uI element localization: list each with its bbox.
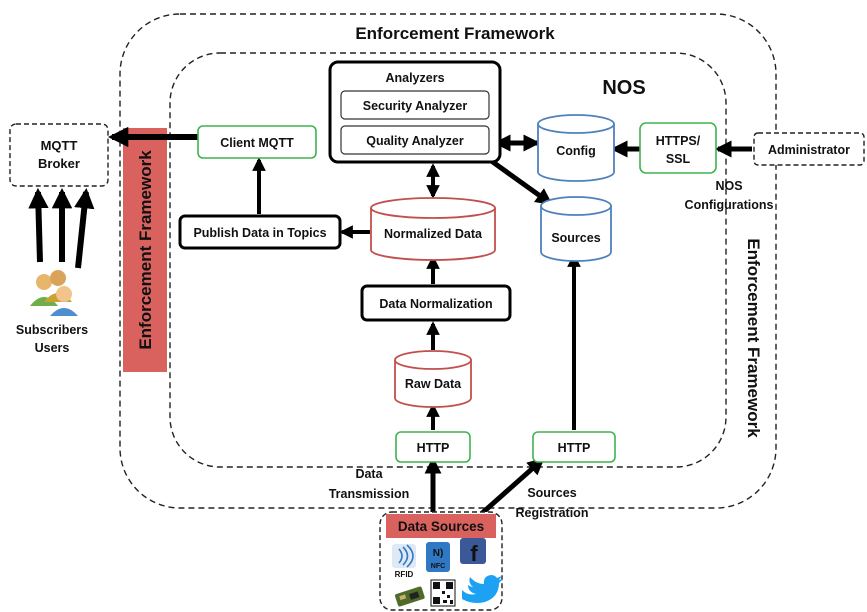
http-registration-node: HTTP [532,431,616,463]
nos-config-line2: Configurations [685,198,774,212]
arrow-subscriber-3 [74,187,95,269]
sources-store [540,196,612,262]
data-sources-header [386,514,496,538]
left-frame-label: Enforcement Framework [136,150,155,350]
normalized-data-store [370,197,496,261]
subscribers-line1: Subscribers [16,323,88,337]
data-sources-title: Data Sources [398,519,484,534]
rfid-label: RFID [395,570,414,579]
client-mqtt-label: Client MQTT [220,136,294,150]
config-store [537,114,615,182]
facebook-icon: f [460,538,486,566]
quality-analyzer-label: Quality Analyzer [366,134,464,148]
analyzers-box: Analyzers Security Analyzer Quality Anal… [328,60,502,164]
security-analyzer-box [340,90,490,120]
arrow-subscriber-1 [28,187,49,263]
administrator-label: Administrator [768,143,850,157]
outer-frame-title: Enforcement Framework [355,24,555,43]
mqtt-broker-line1: MQTT [41,138,78,153]
facebook-glyph: f [470,541,478,566]
nos-title: NOS [602,77,645,99]
sources-registration-line2: Registration [516,506,589,520]
http-data-node: HTTP [395,431,471,463]
svg-text:N): N) [433,548,444,559]
raw-data-store [394,350,472,408]
raw-data-label: Raw Data [405,377,462,391]
config-label: Config [556,144,596,158]
nos-config-line1: NOS [715,179,742,193]
arrow-analyzers-sources [488,157,553,206]
data-normalization-node: Data Normalization [360,284,512,322]
sources-label: Sources [551,231,600,245]
twitter-icon [462,575,503,603]
circuit-board-icon [395,586,425,607]
quality-analyzer-box [340,125,490,155]
https-line2: SSL [666,152,691,166]
nfc-label: NFC [431,563,445,570]
edges [28,126,752,517]
data-sources-box: Data Sources RFID N) NFC f [379,511,503,611]
arrow-sources-registration [478,457,545,517]
security-analyzer-label: Security Analyzer [363,99,468,113]
mqtt-broker-line2: Broker [38,156,80,171]
mqtt-broker: MQTT Broker [9,123,109,187]
rfid-icon: RFID [392,544,416,579]
publish-data-label: Publish Data in Topics [193,226,326,240]
outer-enforcement-frame [119,13,777,509]
enforcement-left-bar [123,128,167,372]
http-registration-label: HTTP [558,441,591,455]
analyzers-title: Analyzers [385,71,444,85]
data-transmission-line1: Data [355,467,383,481]
nos-frame [169,52,727,468]
normalized-data-label: Normalized Data [384,227,483,241]
administrator-node: Administrator [753,132,865,166]
sources-registration-line1: Sources [527,486,576,500]
publish-data-node: Publish Data in Topics [178,214,342,250]
right-frame-label: Enforcement Framework [744,238,763,438]
https-line1: HTTPS/ [656,134,701,148]
data-normalization-label: Data Normalization [379,297,492,311]
https-ssl-node: HTTPS/ SSL [639,122,717,174]
subscribers-users-icon [30,270,78,316]
qr-code-icon [430,579,456,607]
data-transmission-line2: Transmission [329,487,410,501]
subscribers-line2: Users [35,341,70,355]
client-mqtt-node: Client MQTT [197,125,317,159]
nfc-icon: N) NFC [426,542,450,572]
http-data-label: HTTP [417,441,450,455]
